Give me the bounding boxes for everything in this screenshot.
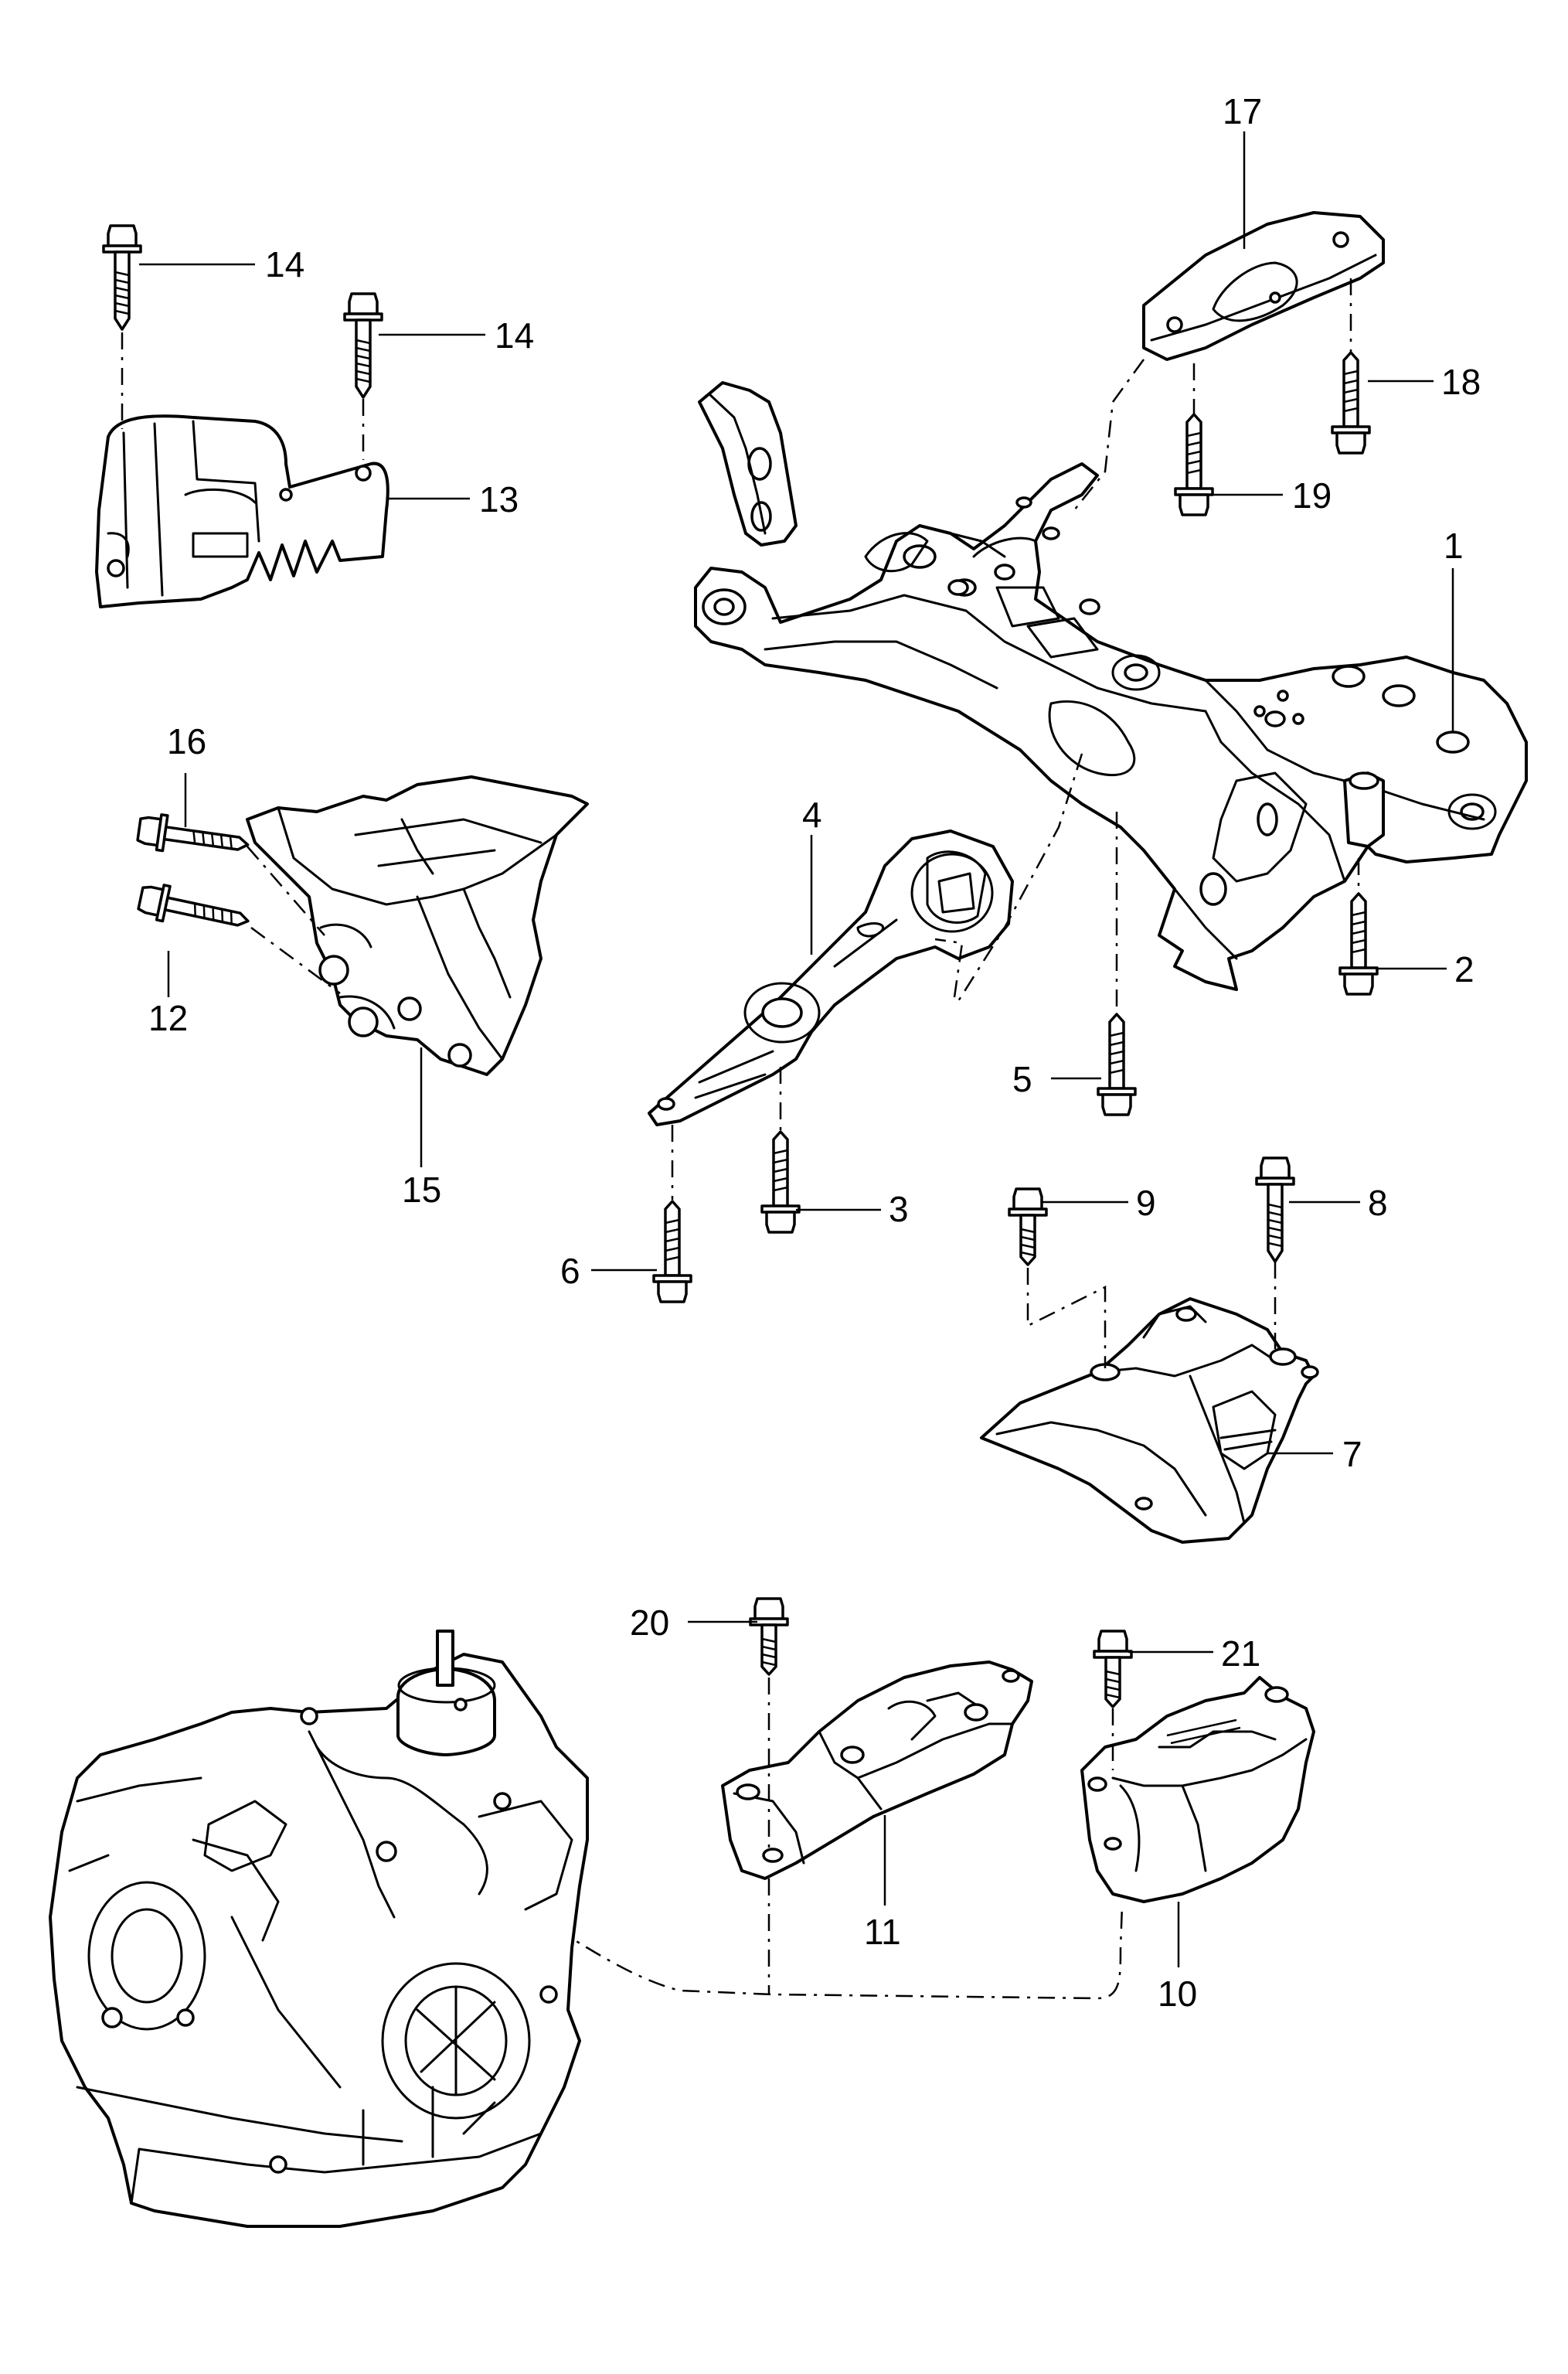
bolt-3 xyxy=(760,1130,801,1234)
callout-4: 4 xyxy=(802,795,822,835)
bolt-8 xyxy=(1255,1156,1295,1263)
callout-1: 1 xyxy=(1444,526,1464,566)
torque-rod-4 xyxy=(648,829,1014,1126)
bracket-15 xyxy=(246,775,589,1076)
callout-18: 18 xyxy=(1441,362,1481,402)
bolt-19 xyxy=(1174,413,1214,516)
callout-17: 17 xyxy=(1223,91,1262,131)
callout-7: 7 xyxy=(1342,1434,1362,1474)
callout-13: 13 xyxy=(479,479,519,519)
bolt-20 xyxy=(749,1597,789,1676)
bolt-18 xyxy=(1331,351,1371,455)
callout-11: 11 xyxy=(864,1912,901,1952)
bolt-14-left xyxy=(102,224,142,331)
callout-3: 3 xyxy=(889,1189,909,1229)
bolt-2 xyxy=(1338,892,1379,996)
callout-16: 16 xyxy=(167,721,206,761)
bolt-14-right xyxy=(343,292,383,399)
subframe-1 xyxy=(694,381,1528,991)
callout-14-left: 14 xyxy=(265,244,304,284)
leader-lines xyxy=(139,131,1454,1967)
callout-9: 9 xyxy=(1136,1183,1156,1223)
bracket-11 xyxy=(721,1660,1033,1880)
bolt-5 xyxy=(1097,1013,1137,1116)
mount-10 xyxy=(1080,1676,1315,1903)
callout-10: 10 xyxy=(1158,1974,1197,2014)
callout-15: 15 xyxy=(402,1170,441,1210)
callout-14-right: 14 xyxy=(495,315,534,356)
engine-mount-13 xyxy=(95,414,389,608)
callout-5: 5 xyxy=(1012,1059,1032,1099)
callout-21: 21 xyxy=(1221,1633,1260,1674)
callout-8: 8 xyxy=(1368,1183,1388,1223)
gearbox-mount-7 xyxy=(980,1297,1319,1544)
callout-19: 19 xyxy=(1292,475,1332,516)
bolt-12 xyxy=(135,879,253,940)
plate-17 xyxy=(1142,211,1385,361)
callout-labels: 14 14 13 17 18 19 1 16 12 4 2 5 15 3 9 8… xyxy=(148,91,1481,2014)
bolt-16 xyxy=(135,810,252,864)
bolt-9 xyxy=(1008,1187,1048,1266)
callout-2: 2 xyxy=(1454,949,1474,989)
callout-12: 12 xyxy=(148,998,188,1038)
callout-20: 20 xyxy=(630,1603,669,1643)
bolt-6 xyxy=(652,1200,692,1303)
bolt-21 xyxy=(1093,1630,1133,1708)
gearbox-assembly xyxy=(49,1630,589,2228)
callout-6: 6 xyxy=(560,1251,580,1291)
